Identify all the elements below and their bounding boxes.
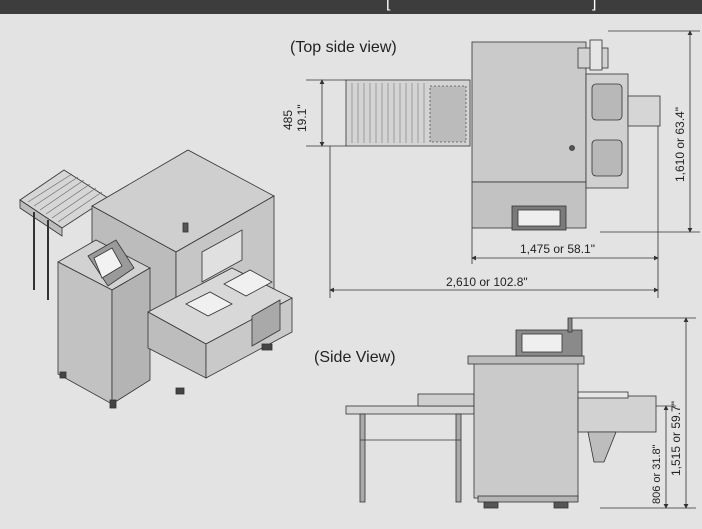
diagram-canvas: (Top side view) (19, 30, 700, 509)
side-view-title: (Side View) (314, 349, 396, 366)
side-height-dim: 1,515 or 59.7" (669, 401, 683, 476)
top-total-dim: 2,610 or 102.8" (446, 275, 528, 289)
top-width-in: 19.1" (295, 104, 309, 132)
header-bar: [ ] (0, 0, 702, 14)
header-bracket-left: [ (386, 0, 391, 11)
header-bracket-right: ] (592, 0, 597, 11)
isometric-machine-illustration (19, 149, 293, 409)
top-width-mm: 485 (281, 110, 295, 130)
side-view-drawing: (Side View) (314, 317, 696, 509)
top-view-title: (Top side view) (290, 39, 397, 56)
top-body-dim: 1,475 or 58.1" (520, 242, 595, 256)
top-height-dim: 1,610 or 63.4" (673, 107, 687, 182)
side-table-dim: 806 or 31.8" (651, 444, 663, 504)
top-view-drawing: (Top side view) (281, 30, 700, 298)
